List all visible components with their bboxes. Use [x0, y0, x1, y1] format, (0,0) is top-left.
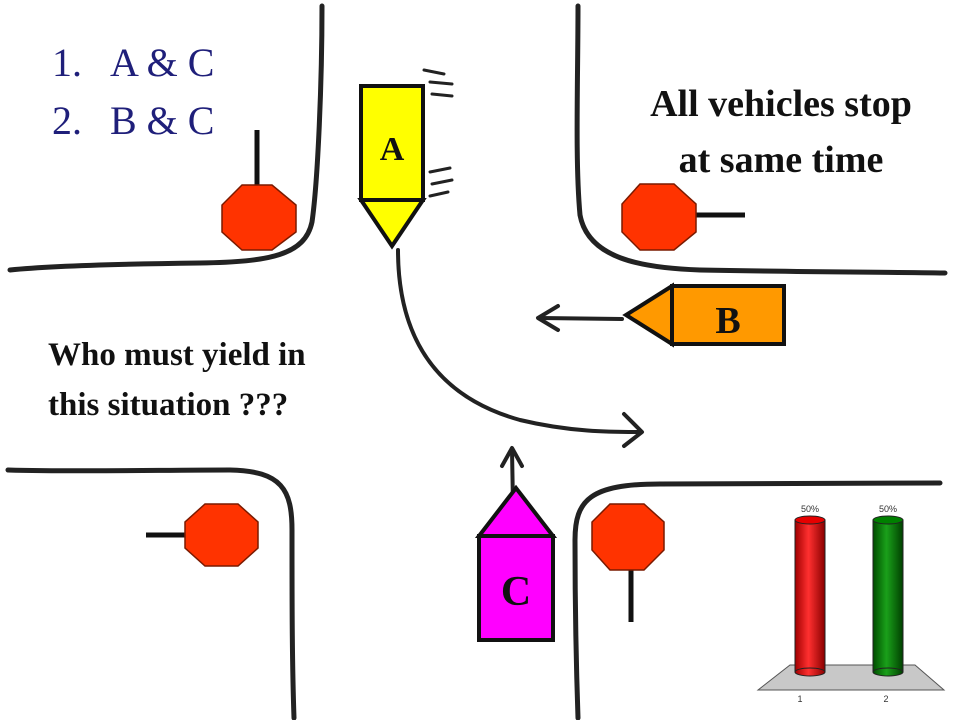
question-line-2: this situation ???	[48, 387, 289, 423]
scenario-note-line-1: All vehicles stop	[650, 83, 912, 125]
vehicle-b: B	[622, 282, 786, 348]
path-arrows	[396, 248, 644, 507]
stop-sign-top-right	[621, 183, 745, 251]
poll-results-chart: 50% 1 50% 2	[756, 504, 946, 704]
answer-option-1-number: 1.	[52, 40, 82, 85]
path-arrow-a-turning-left	[396, 248, 642, 434]
answer-option-2-number: 2.	[52, 98, 82, 143]
stop-sign-bottom-right	[591, 503, 665, 622]
vehicle-a: A	[357, 84, 427, 250]
answer-option-1-text: A & C	[110, 40, 215, 85]
answer-option-2-text: B & C	[110, 98, 215, 143]
chart-value-label-1: 50%	[801, 504, 819, 514]
curb-top-right	[574, 3, 948, 276]
answer-option-2[interactable]: 2. B & C	[52, 92, 214, 150]
answer-option-1[interactable]: 1. A & C	[52, 34, 214, 92]
chart-category-label-2: 2	[883, 694, 888, 704]
chart-bar-1	[794, 515, 826, 677]
vehicle-b-label: B	[715, 300, 740, 342]
vehicle-c: C	[474, 484, 558, 642]
road-curbs	[5, 3, 948, 720]
path-arrow-a-head	[622, 412, 644, 448]
answer-options: 1. A & C 2. B & C	[52, 34, 214, 150]
question-text: Who must yield in this situation ???	[48, 330, 428, 430]
stop-sign-bottom-left	[146, 503, 259, 567]
curb-top-left	[7, 3, 325, 273]
chart-floor	[756, 664, 946, 691]
scenario-note-line-2: at same time	[678, 139, 884, 181]
chart-category-label-1: 1	[797, 694, 802, 704]
curb-bottom-right	[572, 480, 943, 720]
stop-sign-top-left	[221, 130, 297, 251]
path-arrow-b-straight	[538, 316, 624, 321]
question-line-1: Who must yield in	[48, 337, 306, 373]
path-arrow-c-head	[500, 446, 524, 468]
vehicle-a-label: A	[380, 131, 405, 168]
motion-lines	[422, 68, 454, 198]
scenario-note: All vehicles stop at same time	[606, 76, 956, 188]
vehicle-c-label: C	[501, 569, 531, 615]
curb-bottom-left	[5, 467, 297, 720]
chart-value-label-2: 50%	[879, 504, 897, 514]
path-arrow-b-head	[536, 304, 560, 332]
chart-bar-2	[872, 515, 904, 677]
